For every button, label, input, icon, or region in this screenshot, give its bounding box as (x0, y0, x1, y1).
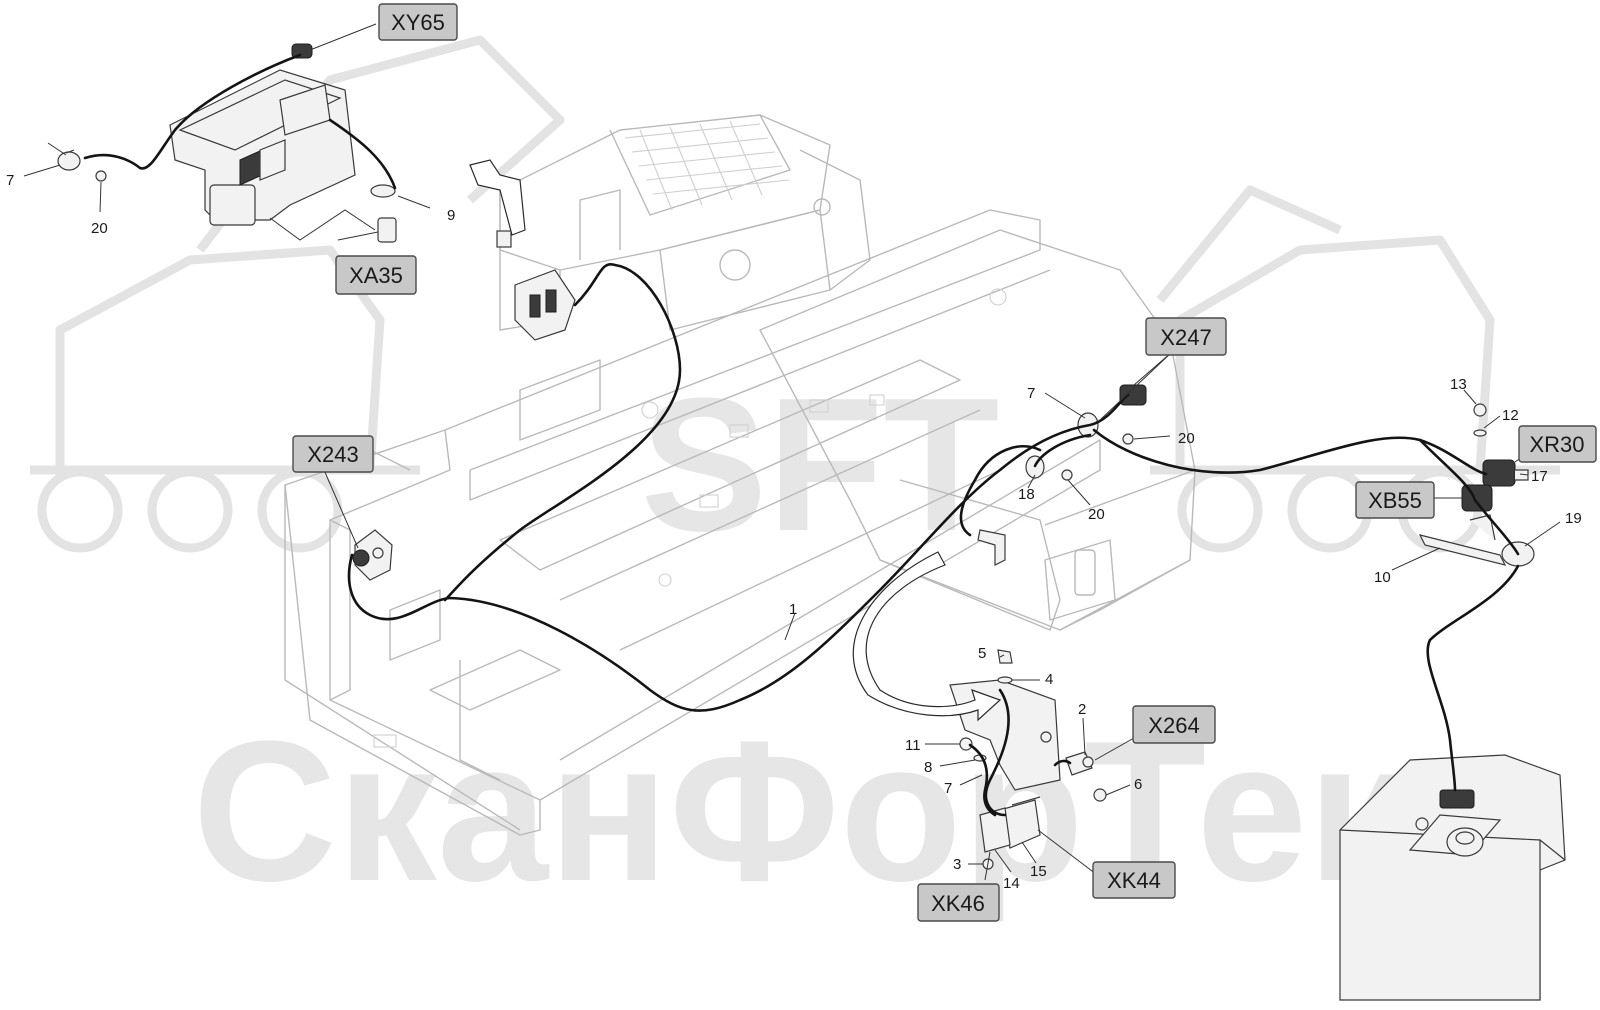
part-number-15: 15 (1030, 863, 1047, 880)
part-number-20-right-a: 20 (1178, 430, 1195, 447)
bracket-10 (1418, 514, 1507, 566)
tag-x243: X243 (292, 435, 374, 473)
x243-connector (352, 529, 393, 581)
part-number-20-topleft: 20 (91, 220, 108, 237)
tag-x264-label: X264 (1148, 713, 1199, 738)
rotation-arrow-bottom (852, 551, 1002, 722)
tag-xk46: XK46 (917, 883, 1000, 922)
fluid-tank (1339, 754, 1566, 1001)
part-number-8: 8 (924, 759, 932, 776)
washer-4 (997, 676, 1013, 684)
x247-connector (1119, 384, 1147, 406)
part-number-6: 6 (1134, 776, 1142, 793)
bolt-20-right-a (1122, 433, 1134, 445)
part-number-4: 4 (1045, 671, 1053, 688)
part-number-2: 2 (1078, 701, 1086, 718)
part-number-7-right: 7 (1027, 385, 1035, 402)
part-number-7-topleft: 7 (6, 172, 14, 189)
tag-xa35-label: XA35 (349, 263, 403, 288)
part-number-20-right-b: 20 (1088, 506, 1105, 523)
tag-xr30-label: XR30 (1529, 432, 1584, 457)
bolt-6 (1093, 788, 1107, 802)
part-number-9: 9 (447, 207, 455, 224)
part-number-7-bottom: 7 (944, 780, 952, 797)
tag-xy65: XY65 (378, 3, 458, 41)
part-number-11: 11 (905, 737, 921, 754)
part-number-5: 5 (978, 645, 986, 662)
part-number-3: 3 (953, 856, 961, 873)
rotation-arrow-top (469, 159, 526, 236)
tag-xb55-label: XB55 (1368, 488, 1422, 513)
control-module-assembly (169, 43, 356, 226)
watermark-bottom-text: СканФорТек (192, 700, 1408, 923)
small-bracket (977, 529, 1006, 566)
bolt-20-topleft (95, 170, 107, 182)
tag-xk44-label: XK44 (1107, 868, 1161, 893)
leader-lines (23, 23, 1561, 881)
part-number-1: 1 (789, 601, 797, 618)
tag-x264: X264 (1132, 705, 1216, 744)
tag-x247: X247 (1145, 317, 1227, 356)
grommet-7-topleft (57, 149, 81, 171)
nut-5 (997, 649, 1013, 664)
bolt-20-right-b (1061, 469, 1073, 481)
xa35-plug (370, 184, 397, 243)
bulkhead-control-unit (496, 230, 576, 341)
watermark-excavator-right (1150, 185, 1560, 553)
part-number-18: 18 (1018, 486, 1035, 503)
part-number-14: 14 (1003, 875, 1020, 892)
part-numbers: 7 20 9 1 7 20 18 20 13 12 17 19 10 5 4 2… (6, 172, 1582, 892)
part-number-17: 17 (1531, 468, 1548, 485)
tag-xy65-label: XY65 (391, 10, 445, 35)
tag-xa35: XA35 (335, 255, 417, 295)
part-number-10: 10 (1374, 569, 1391, 586)
xb55-sensor (1461, 484, 1493, 512)
relay-xk44 (999, 796, 1041, 849)
tag-xb55: XB55 (1355, 481, 1435, 519)
x264-sensor (1065, 751, 1094, 776)
washer-12 (1473, 429, 1487, 437)
xr30-sensor (1482, 459, 1529, 487)
tag-xk44: XK44 (1092, 861, 1176, 899)
part-number-13: 13 (1450, 376, 1467, 393)
part-number-19: 19 (1565, 510, 1582, 527)
relay-xk46 (979, 807, 1011, 853)
part-number-12: 12 (1502, 407, 1519, 424)
tag-x247-label: X247 (1160, 325, 1211, 350)
tag-x243-label: X243 (307, 442, 358, 467)
tag-xk46-label: XK46 (931, 891, 985, 916)
bolt-13 (1473, 403, 1487, 417)
harness-cables (83, 53, 1520, 817)
tag-xr30: XR30 (1518, 425, 1597, 463)
